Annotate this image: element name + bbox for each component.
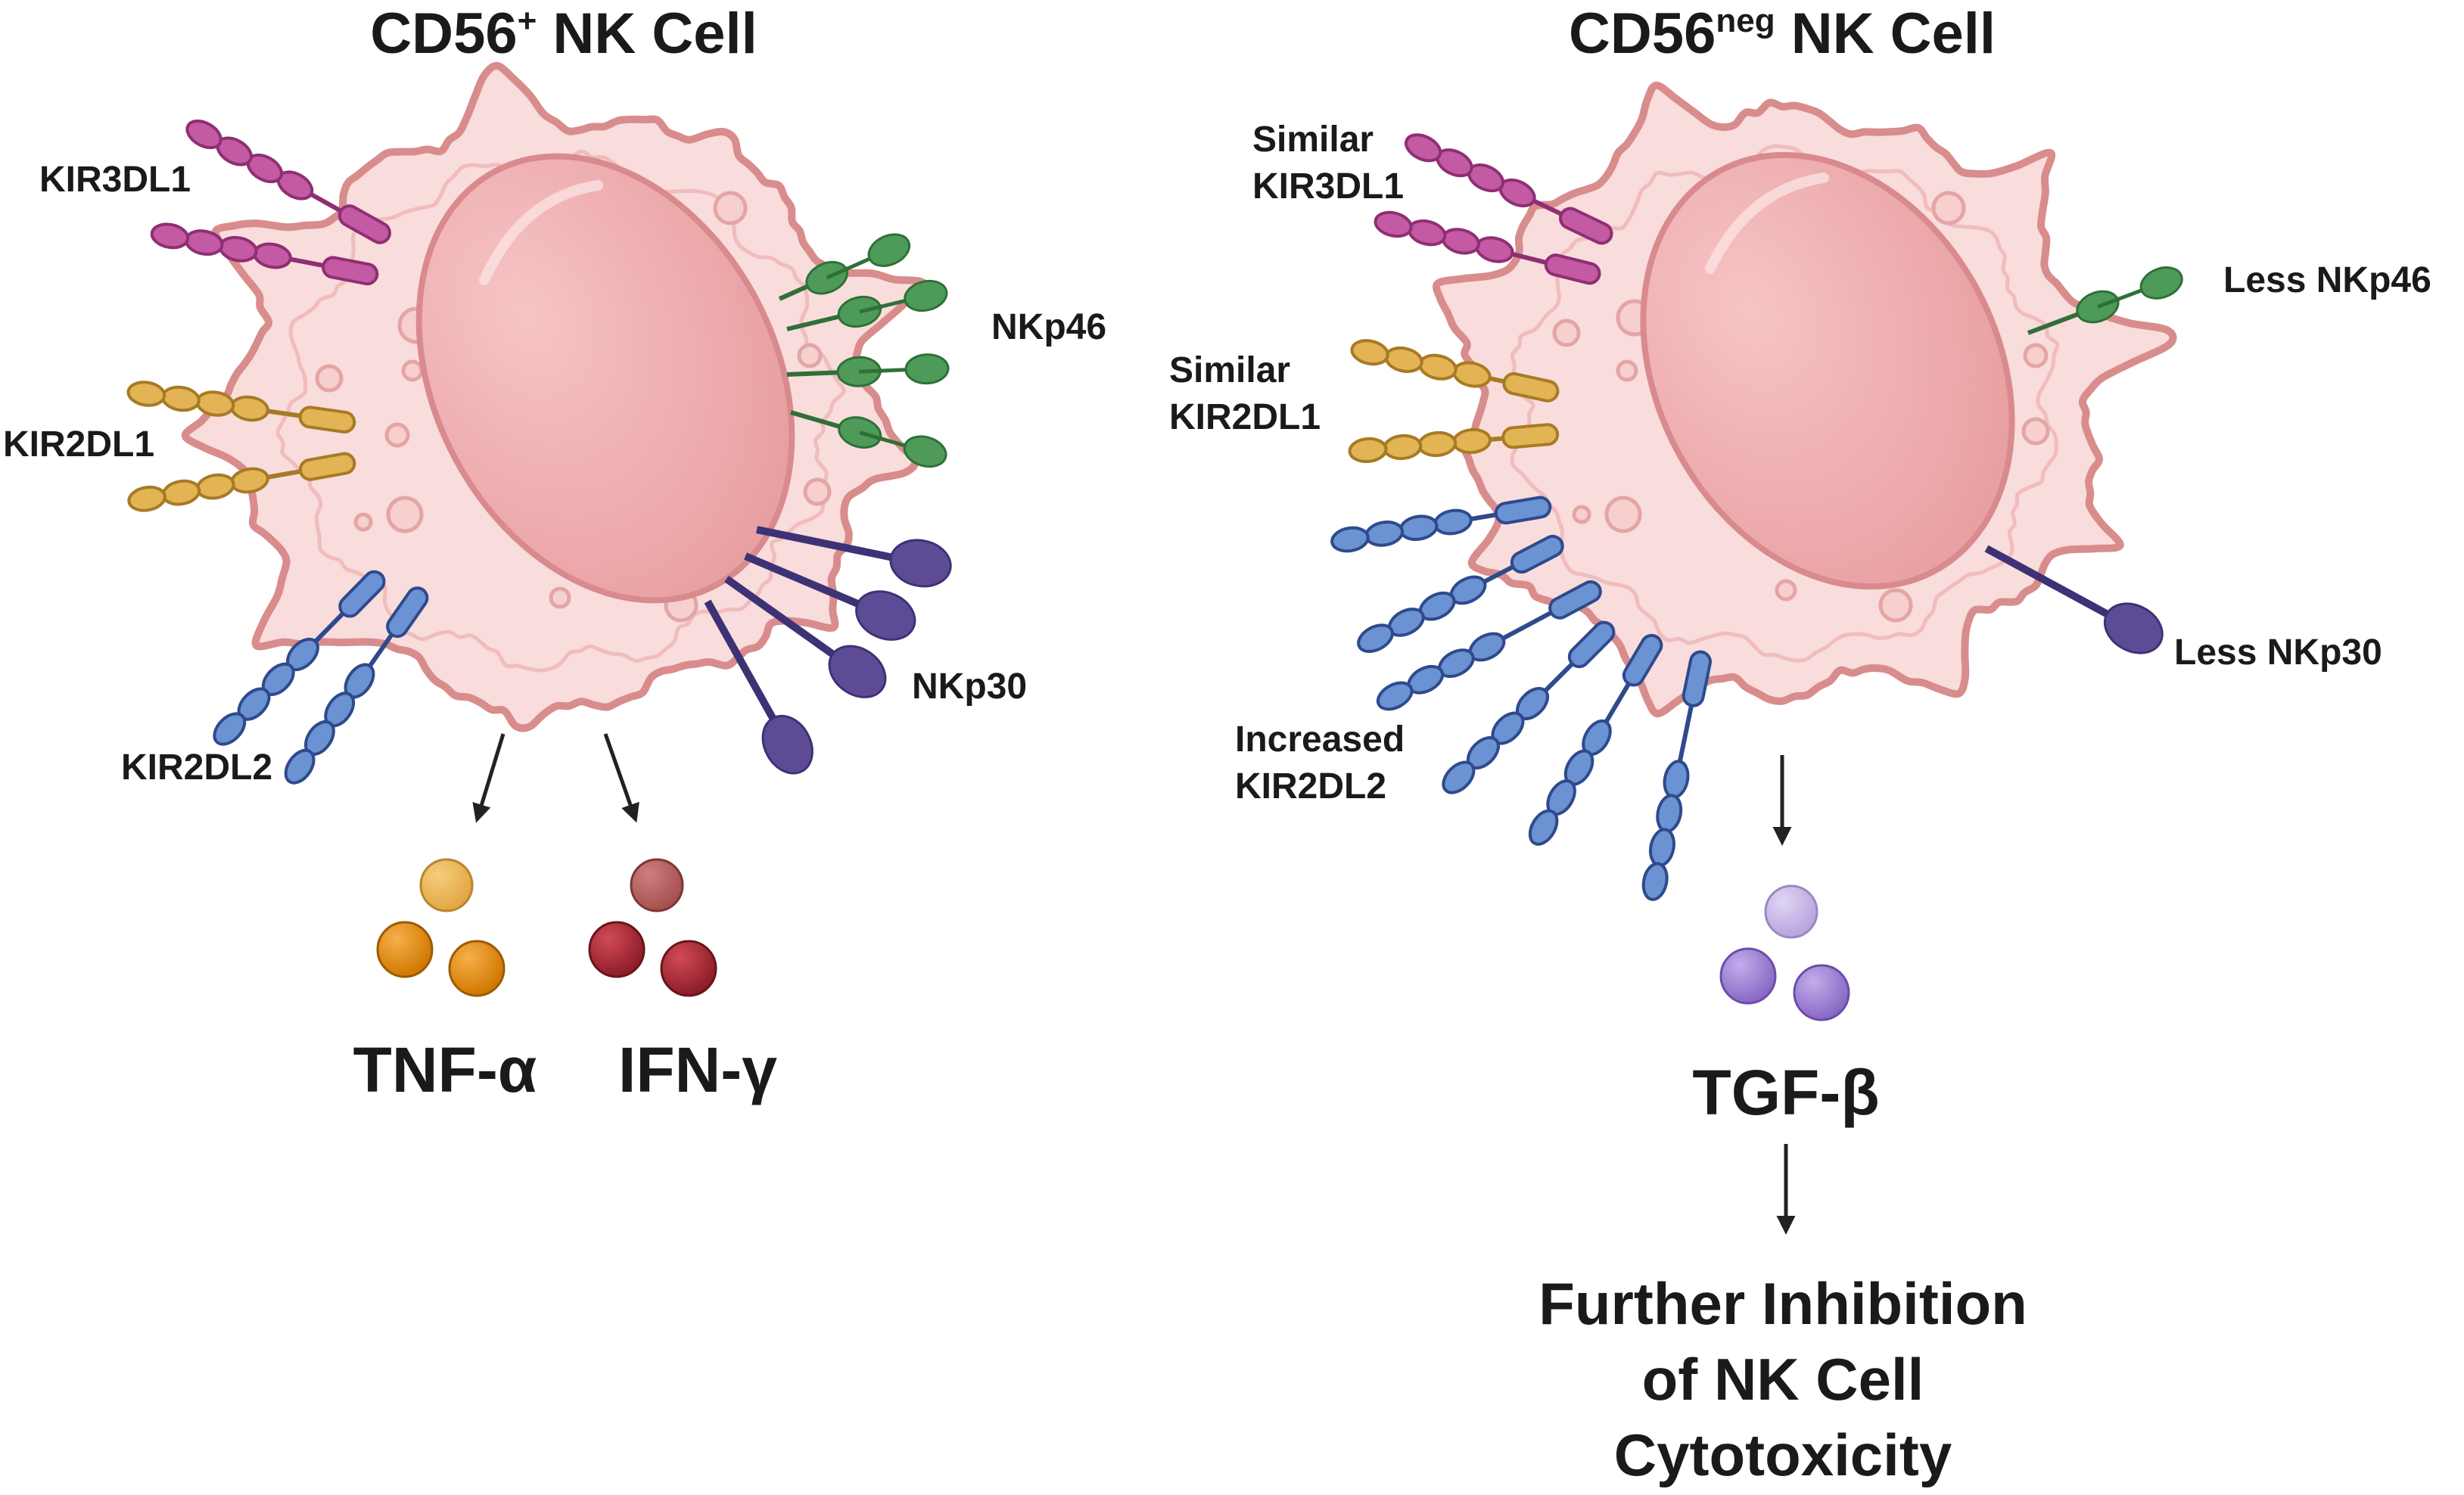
vesicle [401, 359, 424, 382]
vesicle [1572, 505, 1591, 524]
tgf-molecule [1719, 947, 1777, 1005]
nkp46-receptor [786, 279, 948, 331]
nkp30-receptor [724, 575, 887, 698]
left-nucleus [415, 153, 795, 604]
vesicle [797, 343, 823, 368]
nkp30-receptor [1984, 545, 2164, 654]
vesicle [1552, 319, 1581, 347]
left-cell-title: CD56+ NK Cell [370, 2, 757, 66]
nkp30-receptor [744, 552, 916, 641]
tnf-molecule [448, 940, 506, 997]
label-ifn-gamma: IFN-γ [618, 1034, 777, 1105]
vesicle [384, 422, 410, 448]
vesicle [1931, 191, 1966, 225]
label-kir2dl2-left: KIR2DL2 [121, 748, 272, 788]
kir-receptor [1641, 650, 1712, 901]
vesicle [1878, 588, 1913, 623]
kir-receptor [213, 570, 386, 746]
vesicle [1616, 359, 1638, 382]
kir-receptor [1528, 633, 1663, 846]
kir-receptor [1330, 496, 1552, 553]
label-kir3dl1-right: Similar [1252, 120, 1374, 160]
label-nkp30-left: NKp30 [912, 667, 1027, 707]
vesicle [1604, 496, 1642, 533]
vesicle [386, 496, 424, 533]
right-nucleus-highlight [1705, 172, 1829, 274]
label-kir2dl1-left: KIR2DL1 [3, 424, 154, 465]
vesicle [353, 512, 373, 532]
label-kir2dl2-right-line2: KIR2DL2 [1235, 766, 1386, 807]
vesicle [549, 586, 571, 609]
kir-receptor [1374, 210, 1601, 285]
vesicle [2021, 417, 2050, 446]
tgf-beta-molecules [1719, 884, 1850, 1021]
left-nk-cell [181, 61, 928, 732]
tnf-alpha-molecules [376, 858, 506, 997]
vesicle [803, 477, 832, 506]
kir-receptor [127, 452, 356, 512]
nkp46-receptor [778, 233, 911, 301]
label-nkp46-right: Less NKp46 [2223, 260, 2431, 300]
label-kir2dl1-right-line2: KIR2DL1 [1169, 397, 1321, 437]
kir-receptor [1405, 133, 1613, 245]
left-receptors [126, 120, 952, 785]
kir-receptor [1357, 534, 1564, 653]
vesicle [315, 364, 344, 393]
nkp30-receptor [704, 599, 814, 775]
outcome-line-3: Cytotoxicity [1614, 1422, 1952, 1488]
ifn-gamma-molecules [588, 858, 717, 997]
vesicle [713, 191, 748, 225]
vesicle [2023, 343, 2049, 368]
kir-receptor [126, 381, 356, 434]
label-tgf-beta: TGF-β [1692, 1057, 1879, 1128]
ifn-molecule [588, 921, 646, 978]
outcome-line-1: Further Inhibition [1538, 1270, 2027, 1337]
tnf-molecule [376, 921, 434, 978]
kir-receptor [1348, 423, 1560, 464]
kir-receptor [1350, 339, 1560, 402]
tgf-molecule [1793, 964, 1850, 1021]
nkp46-receptor [2027, 266, 2183, 335]
kir-receptor [150, 222, 379, 286]
nkp30-receptor [755, 526, 952, 588]
label-kir3dl1-left: KIR3DL1 [39, 160, 191, 200]
label-tnf-alpha: TNF-α [353, 1034, 537, 1105]
tgf-molecule [1764, 884, 1818, 939]
right-nk-cell [1432, 81, 2177, 718]
kir-receptor [1376, 580, 1602, 711]
label-kir2dl2-right: Increased [1235, 720, 1405, 760]
tnf-molecule [419, 858, 474, 912]
right-receptors [1330, 133, 2183, 901]
nkp46-receptor [786, 353, 950, 387]
nkp46-receptor [790, 410, 947, 468]
right-nucleus [1640, 151, 2015, 590]
kir-receptor [1442, 620, 1616, 794]
ifn-molecule [660, 940, 717, 997]
right-cell-vesicles [1552, 191, 2050, 623]
vesicle [1775, 579, 1797, 601]
label-kir3dl1-right-line2: KIR3DL1 [1252, 166, 1404, 207]
kir-receptor [284, 586, 429, 785]
label-nkp46-left: NKp46 [991, 307, 1106, 347]
label-nkp30-right: Less NKp30 [2174, 632, 2382, 673]
right-cell-inner-membrane [1510, 144, 2060, 663]
ifn-molecule [630, 858, 684, 912]
left-arrow-ifn [603, 733, 639, 823]
label-kir2dl1-right: Similar [1169, 350, 1290, 390]
right-cell-title: CD56neg NK Cell [1569, 2, 1996, 66]
left-nucleus-highlight [479, 180, 603, 285]
kir-receptor [185, 120, 391, 244]
left-arrow-tnf [472, 733, 506, 823]
outcome-line-2: of NK Cell [1642, 1346, 1924, 1413]
